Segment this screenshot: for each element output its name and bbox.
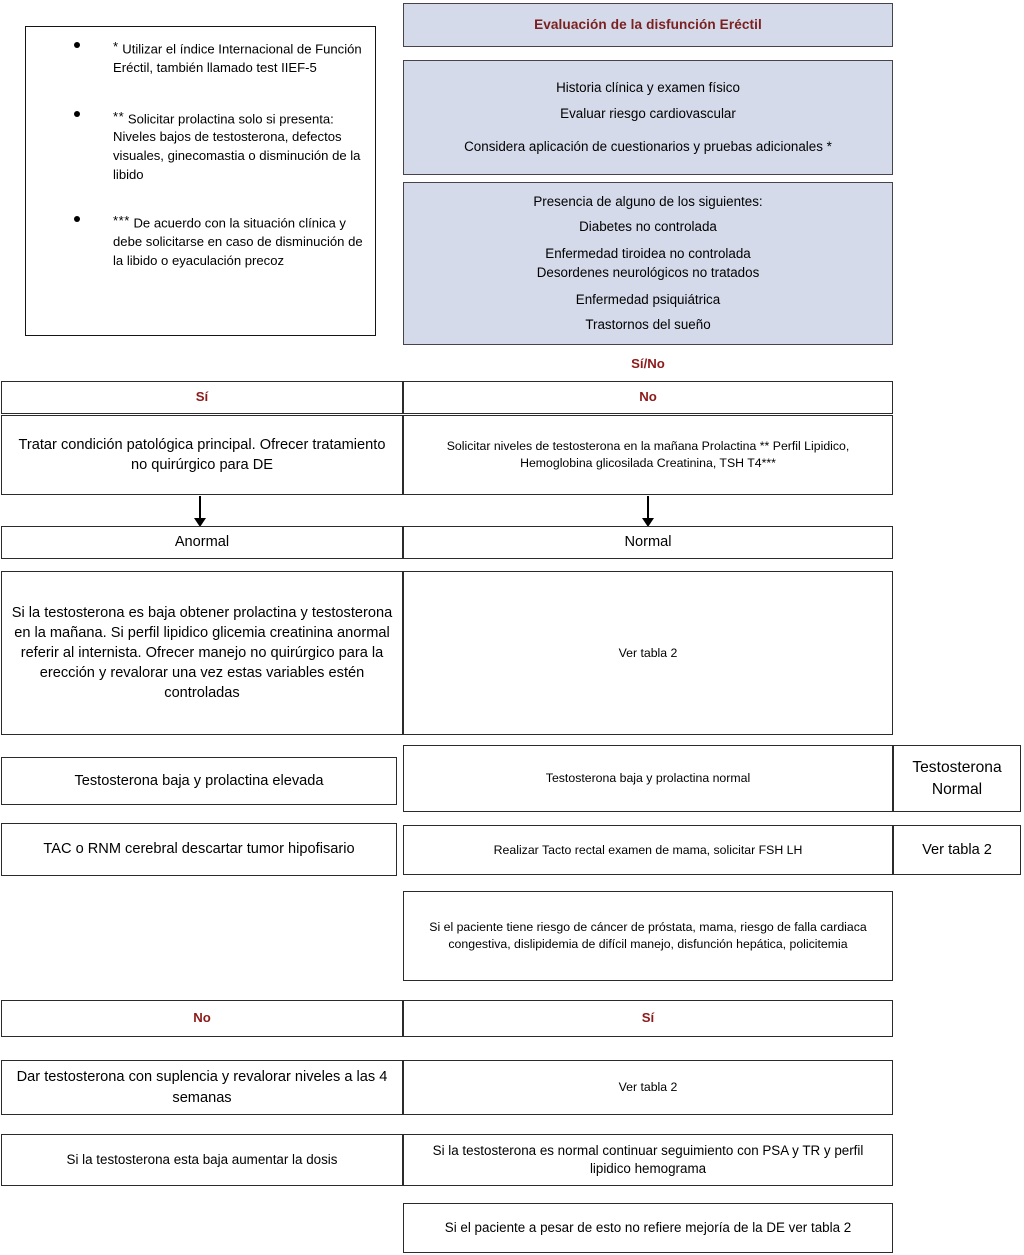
see-table-2-b-text: Ver tabla 2: [922, 841, 992, 858]
condition-item-2: Enfermedad tiroidea no controlada: [545, 246, 751, 261]
followup-text: Si la testosterona es normal continuar s…: [432, 1142, 864, 1177]
node-testo-baja-prl-elevada: Testosterona baja y prolactina elevada: [1, 757, 397, 805]
node-resultado-normal: Normal: [403, 526, 893, 559]
testo-low-prl-normal-text: Testosterona baja y prolactina normal: [545, 771, 751, 786]
node-plan-anormal: Si la testosterona es baja obtener prola…: [1, 571, 403, 735]
node-tac-rnm: TAC o RNM cerebral descartar tumor hipof…: [1, 823, 397, 876]
footnote-item-1: * Utilizar el índice Internacional de Fu…: [26, 38, 375, 78]
see-table-2-c-text: Ver tabla 2: [618, 1080, 678, 1095]
testo-low-prl-high-text: Testosterona baja y prolactina elevada: [74, 772, 324, 789]
condition-item-5: Trastornos del sueño: [585, 316, 711, 332]
node-solicitar-laboratorios: Solicitar niveles de testosterona en la …: [403, 415, 893, 495]
conditions-intro: Presencia de alguno de los siguientes:: [533, 194, 763, 209]
exam-fsh-lh-text: Realizar Tacto rectal examen de mama, so…: [493, 842, 803, 857]
condition-item-1: Diabetes no controlada: [579, 218, 717, 234]
footnote-marker-2: **: [113, 108, 125, 124]
condition-item-4: Enfermedad psiquiátrica: [575, 292, 721, 307]
node-ver-tabla-2-a: Ver tabla 2: [403, 571, 893, 735]
node-title-evaluacion: Evaluación de la disfunción Eréctil: [403, 3, 893, 47]
assessment-line-2: Evaluar riesgo cardiovascular: [560, 105, 736, 121]
increase-dose-text: Si la testosterona esta baja aumentar la…: [66, 1151, 338, 1167]
footnotes-list: * Utilizar el índice Internacional de Fu…: [26, 38, 375, 270]
labs-order-text: Solicitar niveles de testosterona en la …: [446, 439, 850, 470]
node-no-mejoria: Si el paciente a pesar de esto no refier…: [403, 1203, 893, 1253]
see-table-2-a-text: Ver tabla 2: [618, 645, 678, 660]
node-testo-normal: Testosterona Normal: [893, 745, 1021, 812]
footnote-item-3: *** De acuerdo con la situación clínica …: [26, 212, 375, 270]
treat-condition-text: Tratar condición patológica principal. O…: [18, 436, 386, 473]
node-historia-clinica: Historia clínica y examen físico Evaluar…: [403, 60, 893, 175]
node-decision-sino: Sí/No: [403, 349, 893, 379]
testo-normal-text: Testosterona Normal: [912, 758, 1002, 798]
arrow-down-right: [641, 496, 655, 528]
footnote-text-2: Solicitar prolactina solo si presenta: N…: [113, 110, 361, 182]
decision-label: Sí/No: [631, 355, 665, 371]
branch-label-si: Sí: [195, 389, 209, 405]
footnote-text-3: De acuerdo con la situación clínica y de…: [113, 215, 363, 268]
branch-label-no: No: [639, 389, 657, 405]
node-riesgo-paciente: Si el paciente tiene riesgo de cáncer de…: [403, 891, 893, 981]
risk-branch-label-si: Sí: [641, 1010, 655, 1026]
bullet-icon: [74, 111, 80, 118]
node-resultado-anormal: Anormal: [1, 526, 403, 559]
footnote-text-1: Utilizar el índice Internacional de Func…: [113, 41, 362, 75]
abnormal-plan-text: Si la testosterona es baja obtener prola…: [11, 604, 393, 702]
node-tratar-condicion: Tratar condición patológica principal. O…: [1, 415, 403, 495]
node-testo-baja-prl-normal: Testosterona baja y prolactina normal: [403, 745, 893, 812]
bullet-icon: [74, 41, 80, 48]
node-seguimiento: Si la testosterona es normal continuar s…: [403, 1134, 893, 1186]
assessment-line-3: Considera aplicación de cuestionarios y …: [464, 138, 832, 154]
footnotes-box: * Utilizar el índice Internacional de Fu…: [25, 26, 376, 336]
imaging-text: TAC o RNM cerebral descartar tumor hipof…: [43, 841, 355, 858]
condition-item-3: Desordenes neurológicos no tratados: [536, 264, 760, 280]
node-ver-tabla-2-c: Ver tabla 2: [403, 1060, 893, 1115]
node-branch-no: No: [403, 381, 893, 414]
node-risk-branch-si: Sí: [403, 1000, 893, 1037]
no-improvement-text: Si el paciente a pesar de esto no refier…: [444, 1219, 852, 1235]
node-risk-branch-no: No: [1, 1000, 403, 1037]
footnote-item-2: ** Solicitar prolactina solo si presenta…: [26, 108, 375, 185]
result-normal-label: Normal: [624, 534, 672, 551]
node-dar-testosterona: Dar testosterona con suplencia y revalor…: [1, 1060, 403, 1115]
arrow-down-left: [193, 496, 207, 528]
give-testosterone-text: Dar testosterona con suplencia y revalor…: [16, 1069, 388, 1106]
node-tacto-rectal: Realizar Tacto rectal examen de mama, so…: [403, 825, 893, 875]
footnote-marker-1: *: [113, 39, 119, 54]
node-condiciones: Presencia de alguno de los siguientes: D…: [403, 182, 893, 345]
footnote-marker-3: ***: [113, 213, 130, 229]
node-branch-si: Sí: [1, 381, 403, 414]
assessment-line-1: Historia clínica y examen físico: [556, 79, 740, 95]
node-aumentar-dosis: Si la testosterona esta baja aumentar la…: [1, 1134, 403, 1186]
risk-box-text: Si el paciente tiene riesgo de cáncer de…: [429, 920, 867, 951]
risk-branch-label-no: No: [193, 1010, 211, 1026]
node-ver-tabla-2-b: Ver tabla 2: [893, 825, 1021, 875]
result-abnormal-label: Anormal: [174, 534, 230, 551]
bullet-icon: [74, 216, 80, 223]
page-title: Evaluación de la disfunción Eréctil: [534, 16, 762, 32]
